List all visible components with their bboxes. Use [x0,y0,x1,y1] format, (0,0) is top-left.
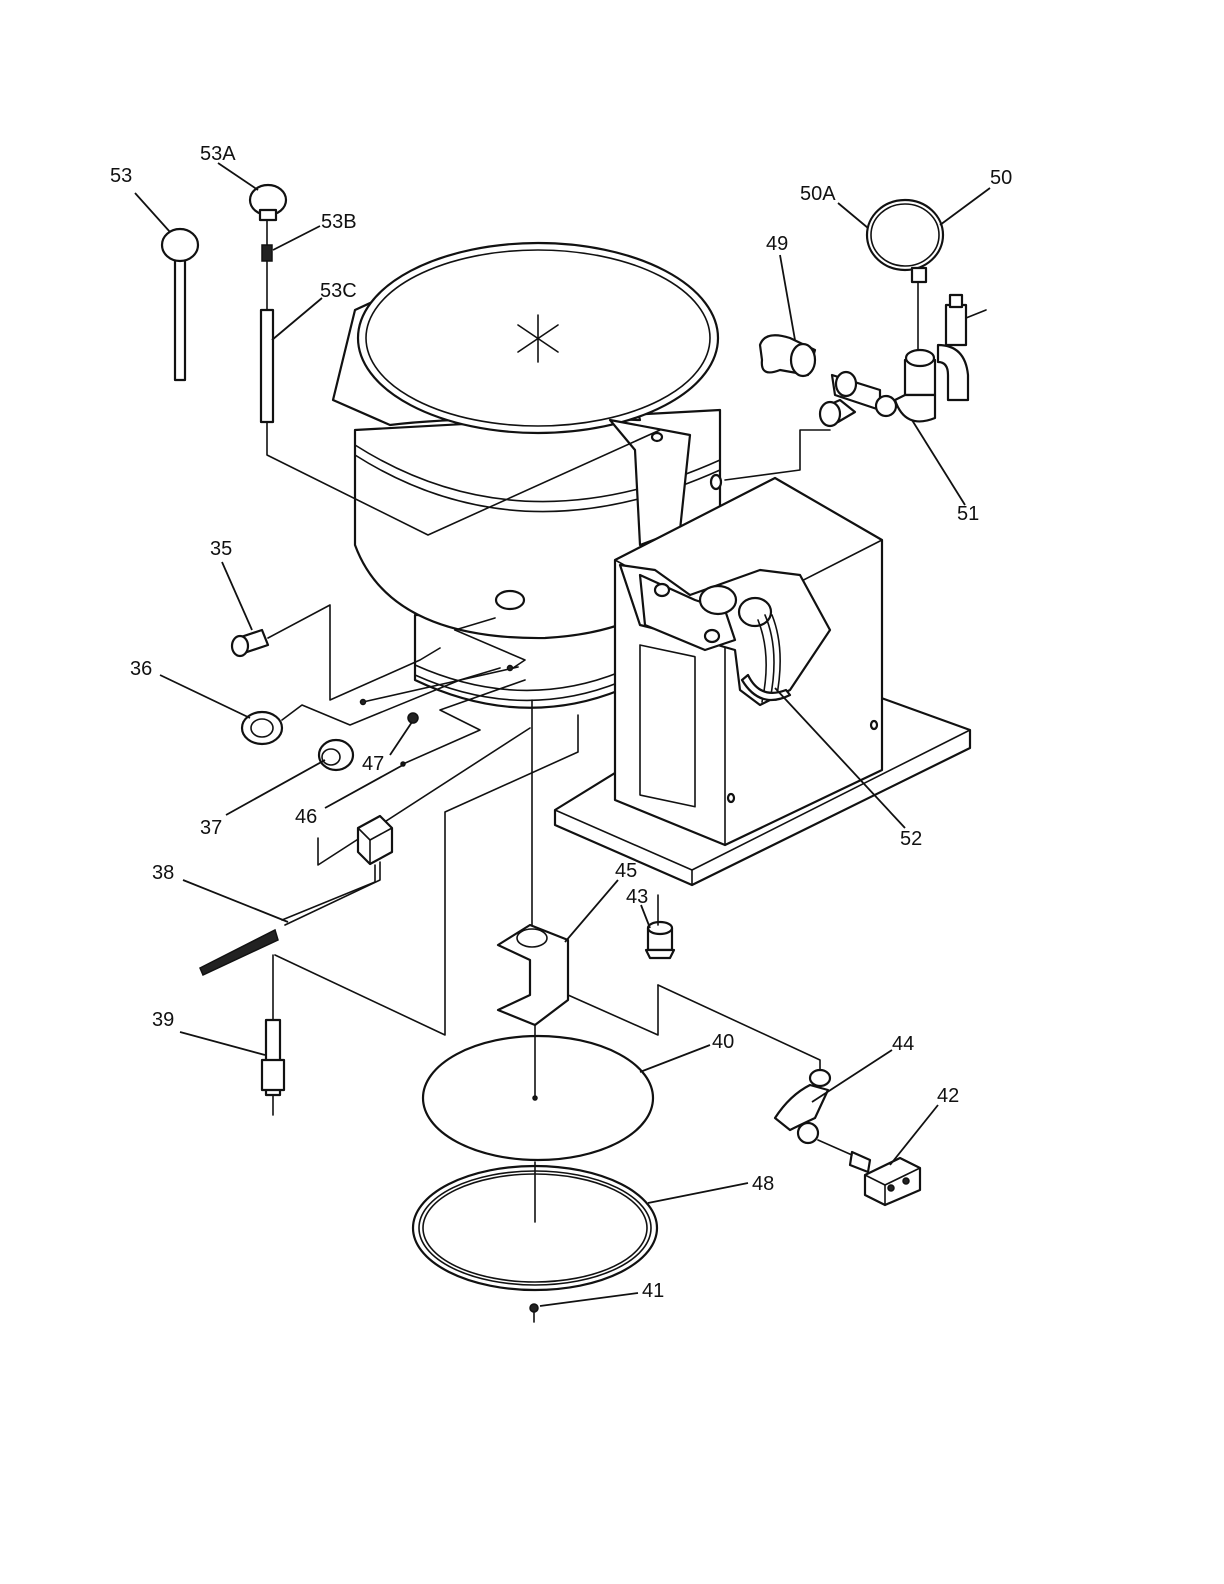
callout-53b: 53B [321,211,357,233]
washer-47 [408,713,418,723]
callout-50a: 50A [800,183,836,205]
callout-44: 44 [892,1033,914,1055]
gasket-48 [413,1162,657,1290]
plug-37 [319,740,353,770]
callout-37: 37 [200,817,222,839]
callout-50: 50 [990,167,1012,189]
callout-48: 48 [752,1173,774,1195]
callout-46: 46 [295,806,317,828]
sight-tube-35 [232,630,268,656]
callout-40: 40 [712,1031,734,1053]
callout-42: 42 [937,1085,959,1107]
pressure-gauge-50 [867,200,943,352]
callout-38: 38 [152,862,174,884]
callout-45: 45 [615,860,637,882]
callout-35: 35 [210,538,232,560]
callout-41: 41 [642,1280,664,1302]
callout-39: 39 [152,1009,174,1031]
valve-42 [818,1140,920,1205]
handle-53 [162,229,198,380]
callout-47: 47 [362,753,384,775]
callout-51: 51 [957,503,979,525]
callout-52: 52 [900,828,922,850]
callout-53a: 53A [200,143,236,165]
screw-41 [530,1304,538,1322]
handle-knob-53a [250,185,286,220]
relief-valve-50a [946,295,986,345]
callout-53: 53 [110,165,132,187]
fitting-43 [568,895,820,1070]
callout-36: 36 [130,658,152,680]
cover-plate-40 [423,1025,653,1160]
elbow-44 [775,1070,830,1143]
callout-49: 49 [766,233,788,255]
callout-53c: 53C [320,280,357,302]
set-screw-53b [262,245,272,261]
thermostat-38 [200,816,392,975]
elbow-49 [760,335,815,376]
callout-43: 43 [626,886,648,908]
bracket-45 [498,925,568,1025]
element-39 [262,955,284,1115]
